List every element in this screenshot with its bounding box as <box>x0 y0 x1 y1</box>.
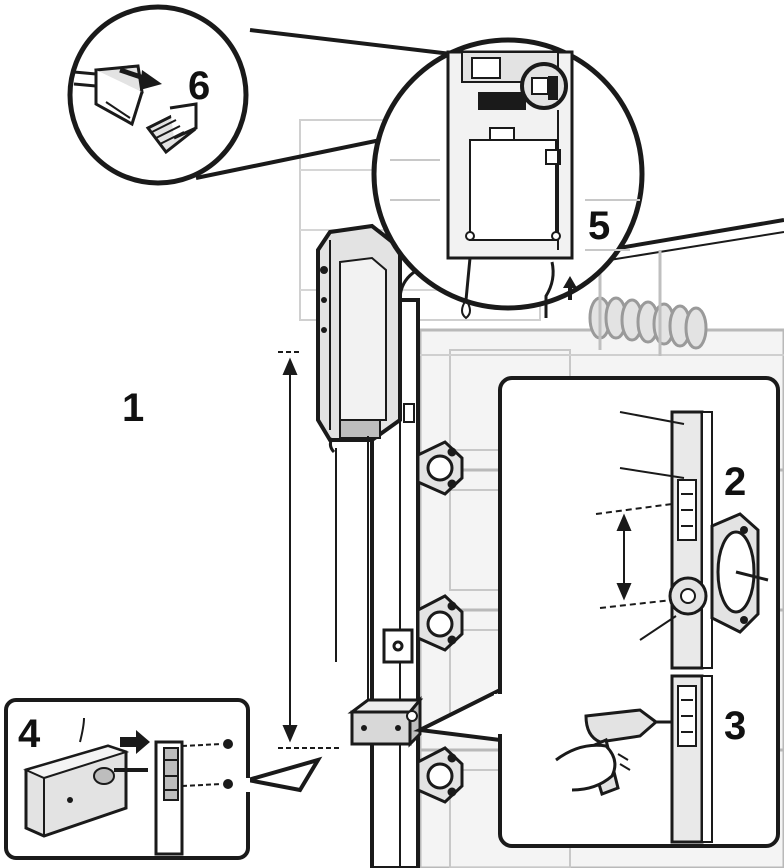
callout-circle-6 <box>67 4 249 186</box>
step-number-1: 1 <box>122 386 145 430</box>
arrow-right-icon <box>119 67 162 90</box>
dimension-line <box>278 351 340 749</box>
small-bracket <box>382 628 414 664</box>
cable <box>335 436 369 700</box>
hinge <box>416 594 464 652</box>
sensor-bracket <box>347 695 424 748</box>
door-hinges <box>382 440 464 804</box>
wall-mount-opener <box>316 223 402 454</box>
step-number-6: 6 <box>188 64 211 108</box>
step-number-4: 4 <box>18 712 41 756</box>
arrow-right-icon <box>120 730 150 754</box>
arrow-up-icon <box>563 276 577 300</box>
callout-box-2-3 <box>413 376 780 848</box>
hinge <box>416 440 464 496</box>
step-number-2: 2 <box>724 460 747 504</box>
step-number-3: 3 <box>724 704 747 748</box>
drill-icon <box>555 708 672 796</box>
step-number-5: 5 <box>588 204 611 248</box>
callout-circle-5 <box>195 28 645 320</box>
hinge <box>416 746 464 804</box>
screw-icon <box>181 739 233 749</box>
screw-icon <box>181 779 233 789</box>
callout-box-4 <box>4 698 323 860</box>
